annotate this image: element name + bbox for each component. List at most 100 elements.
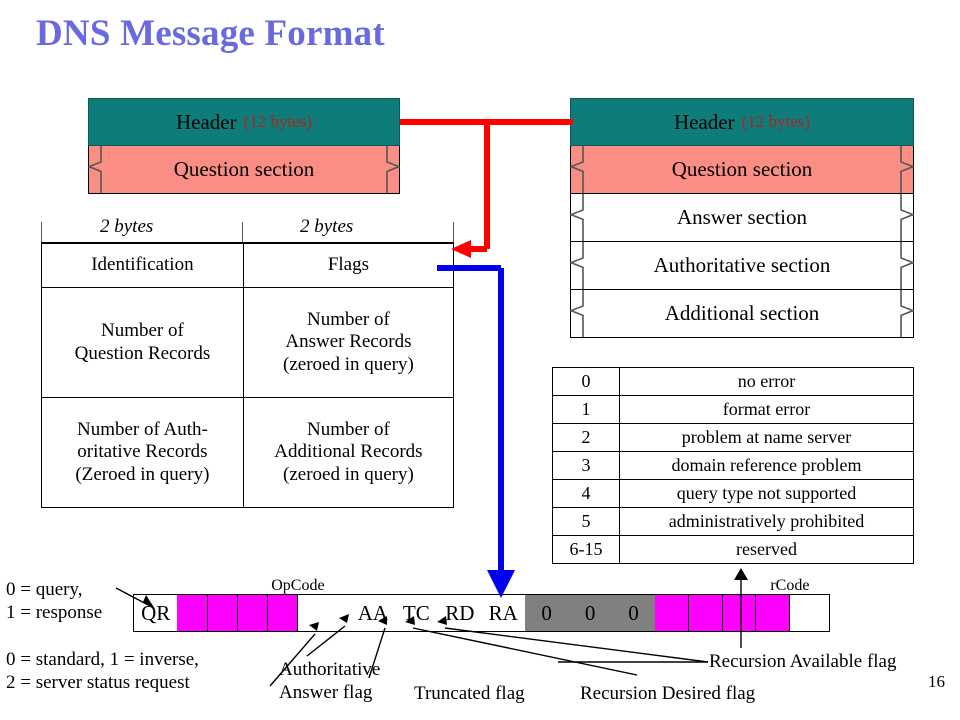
torn-edge-right-icon	[386, 146, 400, 193]
bit-cell	[756, 595, 790, 631]
bit-cell	[688, 595, 723, 631]
torn-edge-left-icon	[570, 146, 584, 193]
bit-cell: TC	[394, 595, 439, 631]
section-label: Additional section	[664, 301, 820, 325]
rcode-value: 2	[552, 423, 620, 452]
section-label: Question section	[671, 157, 813, 181]
section-label: Header	[175, 109, 237, 134]
annotation-qr: 0 = query, 1 = response	[6, 579, 103, 624]
bit-cell	[655, 595, 689, 631]
bitfield-0: 0	[568, 595, 612, 631]
bit-cell: 0	[568, 595, 612, 631]
bit-cell: 0	[611, 595, 656, 631]
bitfield-label: rCode	[770, 577, 810, 594]
bit-cell	[237, 595, 268, 631]
bitfield-qr: QR	[134, 595, 178, 631]
rcode-value: 3	[552, 451, 620, 480]
annotation-ra: Recursion Available flag	[709, 651, 897, 672]
bit-cell	[722, 595, 757, 631]
message-section-header: Header (12 bytes)	[570, 98, 914, 146]
dns-query-message-stack: Header (12 bytes) Question section	[88, 98, 400, 194]
torn-edge-right-icon	[900, 146, 914, 193]
page-title: DNS Message Format	[36, 13, 385, 54]
width-tick-left	[41, 222, 42, 242]
torn-edge-left-icon	[88, 146, 102, 193]
header-field-cell: Flags	[242, 243, 455, 288]
bitfield-rd: RD	[438, 595, 482, 631]
rcode-value: 1	[552, 395, 620, 424]
torn-edge-left-icon	[570, 194, 584, 241]
bit-cell: AA	[351, 595, 395, 631]
torn-edge-left-icon	[570, 290, 584, 337]
table-row: Number of Auth-oritative Records(Zeroed …	[41, 397, 455, 508]
rcode-meaning: administratively prohibited	[619, 507, 914, 536]
bit-cell	[177, 595, 208, 631]
torn-edge-left-icon	[570, 242, 584, 289]
bitfield-tc: TC	[394, 595, 439, 631]
width-label-right: 2 bytes	[300, 216, 354, 237]
rcode-meaning: query type not supported	[619, 479, 914, 508]
section-size-note: (12 bytes)	[741, 112, 811, 131]
bit-cell	[207, 595, 238, 631]
annotation-opcode: 0 = standard, 1 = inverse, 2 = server st…	[6, 649, 199, 694]
page-number: 16	[928, 672, 945, 691]
message-section-question-section: Question section	[88, 146, 400, 194]
width-label-left: 2 bytes	[100, 216, 154, 237]
rcode-value: 0	[552, 367, 620, 396]
message-section-question-section: Question section	[570, 146, 914, 194]
rcode-meaning: domain reference problem	[619, 451, 914, 480]
message-section-answer-section: Answer section	[570, 194, 914, 242]
bit-cell: QR	[134, 595, 178, 631]
width-tick-right	[453, 222, 454, 242]
annotation-tc: Truncated flag	[414, 683, 525, 704]
rcode-meaning: problem at name server	[619, 423, 914, 452]
red-arrowhead	[451, 240, 471, 258]
width-rule-right	[242, 242, 454, 243]
message-section-additional-section: Additional section	[570, 290, 914, 338]
torn-edge-right-icon	[900, 194, 914, 241]
rcode-value: 4	[552, 479, 620, 508]
bit-cell: RD	[438, 595, 482, 631]
annotation-aa: Authoritative Answer flag	[279, 659, 381, 704]
width-tick-mid	[242, 222, 243, 242]
rcode-meaning: no error	[619, 367, 914, 396]
bitfield-opcode: OpCode	[177, 577, 351, 631]
torn-edge-right-icon	[900, 242, 914, 289]
red-header-connector	[400, 119, 573, 258]
section-label: Authoritative section	[653, 253, 831, 277]
bit-cell: 0	[524, 595, 569, 631]
rcode-value: 6-15	[552, 535, 620, 564]
width-rule-left	[41, 242, 243, 243]
bitfield-0: 0	[611, 595, 656, 631]
header-field-cell: Identification	[41, 243, 244, 288]
bit-cell	[267, 595, 298, 631]
torn-edge-right-icon	[900, 290, 914, 337]
bitfield-rcode: rCode	[655, 577, 829, 631]
bitfield-ra: RA	[481, 595, 525, 631]
annotation-rd: Recursion Desired flag	[580, 683, 756, 704]
bitfield-aa: AA	[351, 595, 395, 631]
rcode-meaning: format error	[619, 395, 914, 424]
section-size-note: (12 bytes)	[243, 112, 313, 131]
bitfield-label: OpCode	[271, 577, 325, 594]
section-label: Answer section	[676, 205, 808, 229]
section-label: Header	[673, 109, 735, 134]
rcode-meaning: reserved	[619, 535, 914, 564]
message-section-authoritative-section: Authoritative section	[570, 242, 914, 290]
bitfield-0: 0	[524, 595, 569, 631]
